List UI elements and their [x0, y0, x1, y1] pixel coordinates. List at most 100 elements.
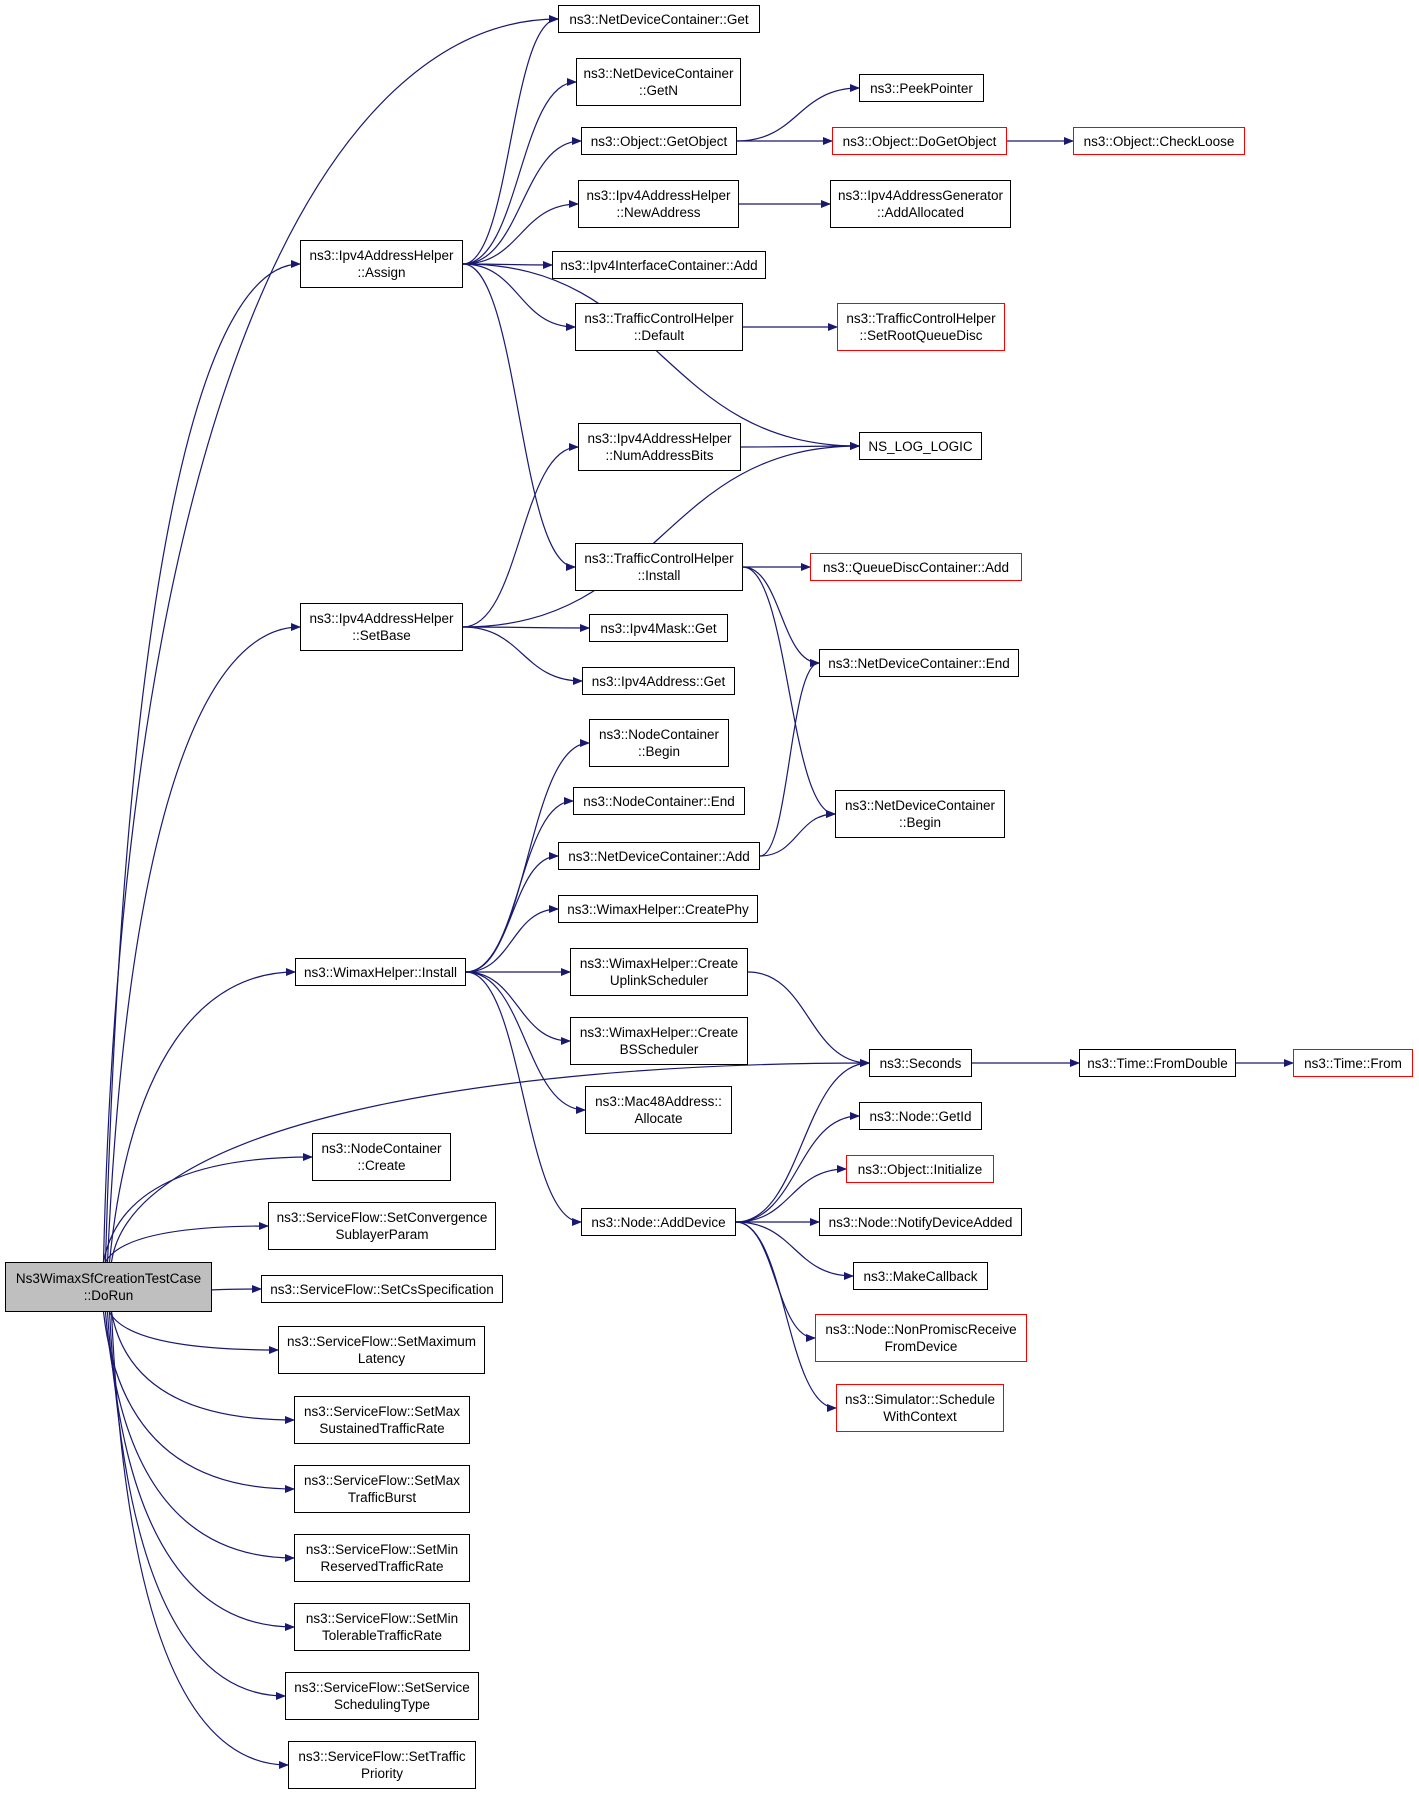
graph-node-ndc-getn[interactable]: ns3::NetDeviceContainer::GetN [576, 58, 741, 106]
graph-node-ndc-add[interactable]: ns3::NetDeviceContainer::Add [558, 842, 760, 870]
node-label-line: ns3::Time::FromDouble [1087, 1055, 1228, 1071]
node-label-line: ns3::Mac48Address:: [595, 1094, 722, 1109]
call-edge-root-to-seconds [110, 1059, 870, 1263]
node-label-line: ::SetBase [352, 628, 411, 643]
graph-node-tch-install[interactable]: ns3::TrafficControlHelper::Install [575, 543, 743, 591]
graph-node-obj-init[interactable]: ns3::Object::Initialize [846, 1155, 994, 1183]
graph-node-ipv4addr-get[interactable]: ns3::Ipv4Address::Get [582, 667, 735, 695]
graph-node-wh-createphy[interactable]: ns3::WimaxHelper::CreatePhy [558, 895, 758, 923]
graph-node-node-getid[interactable]: ns3::Node::GetId [859, 1102, 982, 1130]
call-edge-root-to-sf-mintol [106, 1311, 295, 1631]
node-label-line: ns3::NetDeviceContainer [583, 66, 734, 81]
node-label-line: ns3::NodeContainer [598, 727, 720, 742]
graph-node-time-fromdouble[interactable]: ns3::Time::FromDouble [1079, 1049, 1236, 1077]
graph-node-nc-create[interactable]: ns3::NodeContainer::Create [312, 1133, 451, 1181]
call-edge-root-to-ipv4h-setbase [106, 623, 301, 1263]
call-edge-tch-install-to-ndc-end [742, 566, 820, 667]
call-edges [102, 15, 1294, 1769]
call-edge-ipv4h-assign-to-ndc-get [462, 15, 559, 265]
node-label-line: Ns3WimaxSfCreationTestCase [15, 1271, 202, 1286]
node-label-line: ns3::ServiceFlow::SetService [294, 1680, 470, 1695]
graph-node-root[interactable]: Ns3WimaxSfCreationTestCase::DoRun [5, 1262, 212, 1312]
call-edge-ndc-add-to-ndc-begin [759, 810, 836, 857]
graph-node-ipv4h-setbase[interactable]: ns3::Ipv4AddressHelper::SetBase [300, 603, 463, 651]
node-label-line: ns3::NodeContainer::End [583, 793, 735, 809]
graph-node-ipv4h-newaddr[interactable]: ns3::Ipv4AddressHelper::NewAddress [578, 180, 739, 228]
call-edge-ndc-add-to-ndc-end [759, 659, 820, 857]
graph-node-ipv4h-numbits[interactable]: ns3::Ipv4AddressHelper::NumAddressBits [578, 423, 741, 471]
node-label-line: ns3::Node::AddDevice [591, 1214, 726, 1230]
graph-node-qdc-add[interactable]: ns3::QueueDiscContainer::Add [810, 553, 1022, 581]
node-label-line: ns3::NetDeviceContainer [844, 798, 996, 813]
call-edge-wh-install-to-wh-createbs [465, 971, 571, 1045]
graph-node-obj-checkloose[interactable]: ns3::Object::CheckLoose [1073, 127, 1245, 155]
call-edge-wh-install-to-wh-createphy [465, 905, 559, 973]
graph-node-nc-begin[interactable]: ns3::NodeContainer::Begin [589, 719, 729, 767]
call-edge-ipv4h-assign-to-ns-log-logic [462, 263, 860, 450]
node-label-line: ns3::ServiceFlow::SetMin [305, 1542, 459, 1557]
graph-node-peek[interactable]: ns3::PeekPointer [859, 74, 984, 102]
graph-node-ipv4gen-addalloc[interactable]: ns3::Ipv4AddressGenerator::AddAllocated [830, 180, 1011, 228]
node-label-line: ns3::PeekPointer [870, 80, 973, 96]
node-label-line: SustainedTrafficRate [319, 1421, 445, 1436]
graph-node-ipv4mask-get[interactable]: ns3::Ipv4Mask::Get [589, 614, 728, 642]
node-label-line: BSScheduler [619, 1042, 699, 1057]
node-label-line: ns3::Node::GetId [869, 1108, 972, 1124]
node-label-line: TolerableTrafficRate [321, 1628, 443, 1643]
graph-node-node-adddev[interactable]: ns3::Node::AddDevice [581, 1208, 736, 1236]
node-label-line: ns3::Object::DoGetObject [842, 133, 997, 149]
call-edge-root-to-ndc-get [102, 15, 559, 1263]
call-edge-ipv4h-assign-to-tch-install [462, 263, 576, 571]
call-edge-wh-createul-to-seconds [747, 971, 870, 1067]
node-label-line: ::Begin [898, 815, 942, 830]
node-label-line: ns3::Ipv4Address::Get [591, 673, 726, 689]
graph-node-node-notify[interactable]: ns3::Node::NotifyDeviceAdded [819, 1208, 1022, 1236]
call-edge-obj-getobj-to-peek [736, 84, 860, 142]
call-edge-wh-install-to-mac48-alloc [465, 971, 586, 1114]
graph-node-sf-csspec[interactable]: ns3::ServiceFlow::SetCsSpecification [261, 1275, 503, 1303]
call-edge-ipv4h-assign-to-ipv4h-newaddr [462, 200, 579, 265]
node-label-line: ::GetN [638, 83, 678, 98]
call-edge-ipv4h-assign-to-obj-getobj [462, 137, 582, 265]
graph-node-ndc-end[interactable]: ns3::NetDeviceContainer::End [819, 649, 1019, 677]
node-label-line: ns3::Object::GetObject [590, 133, 728, 149]
graph-node-mac48-alloc[interactable]: ns3::Mac48Address::Allocate [585, 1086, 732, 1134]
graph-node-nc-end[interactable]: ns3::NodeContainer::End [573, 787, 745, 815]
node-label-line: ::Begin [637, 744, 681, 759]
graph-node-seconds[interactable]: ns3::Seconds [869, 1049, 972, 1077]
node-label-line: UplinkScheduler [609, 973, 709, 988]
graph-node-tch-default[interactable]: ns3::TrafficControlHelper::Default [575, 303, 743, 351]
call-edge-node-adddev-to-seconds [735, 1059, 870, 1223]
node-label-line: SchedulingType [333, 1697, 431, 1712]
graph-node-ndc-begin[interactable]: ns3::NetDeviceContainer::Begin [835, 790, 1005, 838]
graph-node-obj-getobj[interactable]: ns3::Object::GetObject [581, 127, 737, 155]
call-edge-root-to-sf-minres [104, 1311, 295, 1562]
graph-node-wh-install[interactable]: ns3::WimaxHelper::Install [295, 958, 466, 986]
graph-node-obj-dogetobj[interactable]: ns3::Object::DoGetObject [832, 127, 1007, 155]
graph-node-makecb[interactable]: ns3::MakeCallback [853, 1262, 988, 1290]
node-label-line: Allocate [634, 1111, 683, 1126]
graph-node-ipv4h-assign[interactable]: ns3::Ipv4AddressHelper::Assign [300, 240, 463, 288]
call-edge-root-to-sf-convsub [104, 1222, 269, 1263]
graph-node-ns-log-logic[interactable]: NS_LOG_LOGIC [859, 432, 982, 460]
graph-node-ipv4ic-add[interactable]: ns3::Ipv4InterfaceContainer::Add [552, 251, 766, 279]
node-label-line: ns3::ServiceFlow::SetConvergence [276, 1210, 488, 1225]
graph-node-time-from[interactable]: ns3::Time::From [1293, 1049, 1413, 1077]
node-label-line: ::SetRootQueueDisc [859, 328, 983, 343]
call-edge-node-adddev-to-makecb [735, 1221, 854, 1280]
graph-node-ndc-get[interactable]: ns3::NetDeviceContainer::Get [558, 5, 760, 33]
node-label-line: ns3::Object::CheckLoose [1083, 133, 1235, 149]
graph-node-tch-setroot[interactable]: ns3::TrafficControlHelper::SetRootQueueD… [837, 303, 1005, 351]
